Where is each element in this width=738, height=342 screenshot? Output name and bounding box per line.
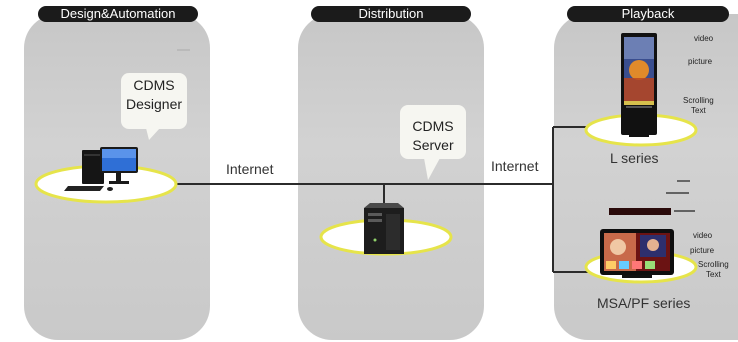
internet-label-right: Internet: [491, 158, 539, 174]
bubble-pointer: [146, 128, 160, 140]
l-series-picture-label: picture: [688, 57, 713, 66]
distribution-panel: [298, 14, 484, 340]
cdms-designer-bubble: CDMS Designer: [121, 73, 187, 129]
bubble-line: CDMS: [133, 77, 175, 93]
bubble-line: Server: [412, 137, 454, 153]
playback-header: Playback: [567, 6, 729, 22]
l-series-video-label: video: [694, 34, 714, 43]
l-series-kiosk-icon: [621, 33, 657, 137]
scrolling-text-bar: [609, 208, 671, 215]
l-series-scrolling-text-label: Scrolling Text: [683, 96, 714, 115]
l-series-label: L series: [610, 150, 659, 166]
internet-label-left: Internet: [226, 161, 274, 177]
bubble-line: Designer: [125, 96, 183, 112]
design-automation-header: Design&Automation: [38, 6, 198, 22]
msa-series-scrolling-text-label: Scrolling Text: [698, 260, 729, 279]
distribution-header: Distribution: [311, 6, 471, 22]
server-tower-icon: [364, 203, 404, 254]
msa-pf-series-label: MSA/PF series: [597, 295, 691, 311]
desktop-computer-icon: [64, 147, 138, 191]
msa-series-picture-label: picture: [690, 246, 715, 255]
cdms-server-bubble: CDMS Server: [400, 105, 466, 159]
msa-series-video-label: video: [693, 231, 713, 240]
bubble-pointer: [424, 158, 440, 180]
msa-pf-screen-icon: [600, 229, 674, 278]
bubble-line: CDMS: [412, 118, 454, 134]
